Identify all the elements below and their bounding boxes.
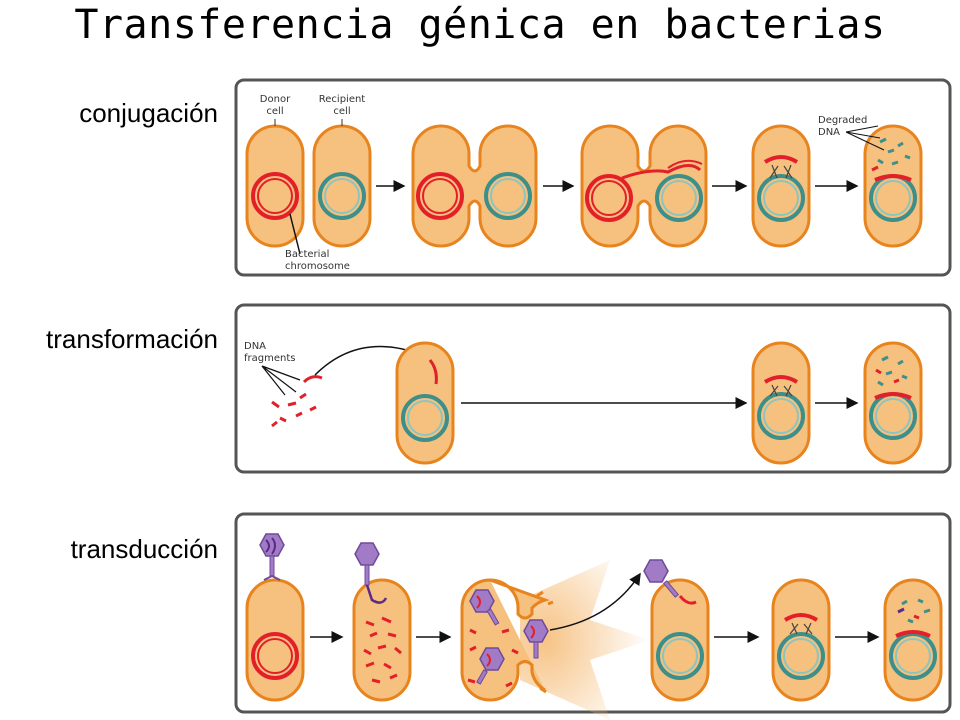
svg-text:fragments: fragments <box>244 353 295 364</box>
donor-cell-label: Donor <box>260 94 291 105</box>
lysis-burst <box>520 560 650 720</box>
new-phage <box>469 589 500 626</box>
new-phage <box>476 647 505 685</box>
row-label-transformation: transformación <box>46 324 218 354</box>
conjugation-step-4 <box>751 124 811 248</box>
phage-attached <box>259 533 285 581</box>
cell-bridge <box>580 124 708 248</box>
free-dna-fragments <box>271 375 323 428</box>
chromosome-pointer <box>289 213 301 255</box>
transduction-step-1 <box>245 533 305 702</box>
transformation-step-2 <box>395 341 455 465</box>
fragmented-chromosome <box>363 616 402 684</box>
page-title: Transferencia génica en bacterias <box>74 2 886 48</box>
new-phage <box>523 619 549 659</box>
degraded-dna-fragments <box>877 137 911 166</box>
svg-text:cell: cell <box>266 106 283 117</box>
donor-chromosome <box>251 172 299 220</box>
transformation-step-4 <box>863 341 923 465</box>
transduction-step-5 <box>771 578 831 702</box>
recipient-cell-label: Recipient <box>319 94 366 105</box>
dna-fragments-label: DNA <box>244 341 266 352</box>
conjugation-step-2 <box>411 124 538 248</box>
transduction-step-2 <box>352 542 412 702</box>
recombining-dna <box>763 155 799 164</box>
transduction-step-4 <box>643 559 710 702</box>
conjugation-step-3 <box>580 124 708 248</box>
row-label-transduction: transducción <box>70 534 218 564</box>
transferred-dna-strand <box>621 164 702 180</box>
recipient-chromosome <box>318 172 366 220</box>
row-label-conjugation: conjugación <box>79 98 218 128</box>
degraded-dna-label: Degraded <box>818 115 867 126</box>
conjugation-step-1: Donor cell Recipient cell Bacterial chro… <box>245 94 372 272</box>
svg-text:DNA: DNA <box>818 127 840 138</box>
transduction-step-6 <box>883 578 943 702</box>
svg-text:chromosome: chromosome <box>285 261 350 272</box>
infection-arrow <box>549 572 641 631</box>
conjugation-step-5: Degraded DNA <box>818 115 923 248</box>
svg-text:cell: cell <box>333 106 350 117</box>
recombined-segment <box>874 174 912 182</box>
panel-transformation <box>234 303 952 474</box>
bacterial-chromosome-label: Bacterial <box>285 249 329 260</box>
transduction-step-3 <box>460 560 650 720</box>
transformation-step-3 <box>751 341 811 465</box>
